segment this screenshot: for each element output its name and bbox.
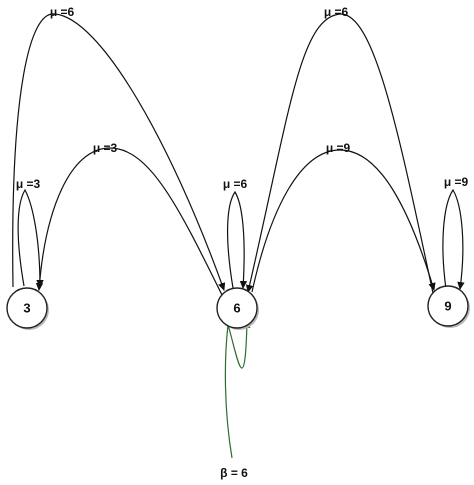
node-9[interactable]: 9 <box>427 285 470 328</box>
edge-6-to-3[interactable] <box>35 147 223 296</box>
label-edge-6-to-3: μ =3 <box>93 141 118 155</box>
nodes: 3 6 9 <box>6 285 470 330</box>
arrival-edge-beta[interactable] <box>224 320 251 459</box>
edge-9-to-6[interactable] <box>245 13 434 294</box>
node-3-label: 3 <box>23 301 30 316</box>
node-3-circle <box>6 287 48 329</box>
edge-3-to-6[interactable] <box>12 13 226 291</box>
label-loop-9: μ =9 <box>444 175 469 189</box>
node-3[interactable]: 3 <box>6 287 49 330</box>
node-6[interactable]: 6 <box>216 287 259 330</box>
edges <box>12 13 465 459</box>
loop-3[interactable] <box>17 188 44 288</box>
label-edge-9-to-6: μ =6 <box>324 5 349 19</box>
node-9-label: 9 <box>444 299 451 314</box>
node-9-circle <box>427 285 469 327</box>
edge-6-to-9[interactable] <box>251 149 436 293</box>
label-loop-6: μ =6 <box>223 177 248 191</box>
loop-9[interactable] <box>442 188 465 290</box>
label-loop-3: μ =3 <box>16 177 41 191</box>
loop-6[interactable] <box>227 190 248 289</box>
label-edge-3-to-6: μ =6 <box>50 5 75 19</box>
label-edge-6-to-9: μ =9 <box>326 141 351 155</box>
node-6-circle <box>216 287 258 329</box>
label-arrival-beta: β = 6 <box>220 466 248 480</box>
node-6-label: 6 <box>233 301 240 316</box>
edge-labels: μ =6 μ =3 μ =3 μ =6 μ =6 μ =9 μ =9 β = 6 <box>16 5 469 480</box>
